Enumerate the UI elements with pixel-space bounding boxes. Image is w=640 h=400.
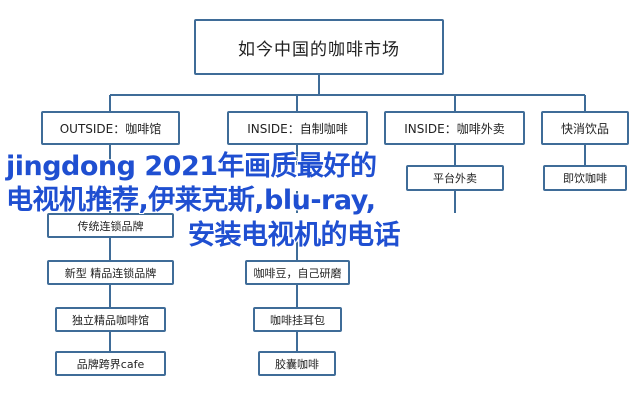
- category-outside-cafe: OUTSIDE：咖啡馆: [41, 111, 180, 145]
- category-fmcg: 快消饮品: [541, 111, 629, 145]
- fmcg-item-rtd-coffee: 即饮咖啡: [543, 165, 627, 191]
- inside-item-drip-bag: 咖啡挂耳包: [253, 307, 342, 332]
- root-node: 如今中国的咖啡市场: [194, 19, 444, 75]
- outside-item-crossover-cafe: 品牌跨界cafe: [55, 351, 166, 376]
- inside-item-capsule: 胶囊咖啡: [258, 351, 336, 376]
- category-inside-homemade: INSIDE：自制咖啡: [227, 111, 368, 145]
- overlay-title-line-3[interactable]: 安装电视机的电话: [188, 220, 401, 251]
- category-inside-delivery: INSIDE：咖啡外卖: [384, 111, 525, 145]
- outside-item-traditional-chain: 传统连锁品牌: [47, 213, 174, 238]
- outside-item-new-boutique-chain: 新型 精品连锁品牌: [47, 260, 174, 285]
- overlay-title-line-2[interactable]: 电视机推荐,伊莱克斯,blu-ray,: [6, 185, 376, 216]
- overlay-title-line-1[interactable]: jingdong 2021年画质最好的: [6, 151, 377, 182]
- inside-item-grind-beans: 咖啡豆，自己研磨: [245, 260, 350, 285]
- outside-item-independent-cafe: 独立精品咖啡馆: [55, 307, 166, 332]
- delivery-item-platform: 平台外卖: [406, 165, 504, 191]
